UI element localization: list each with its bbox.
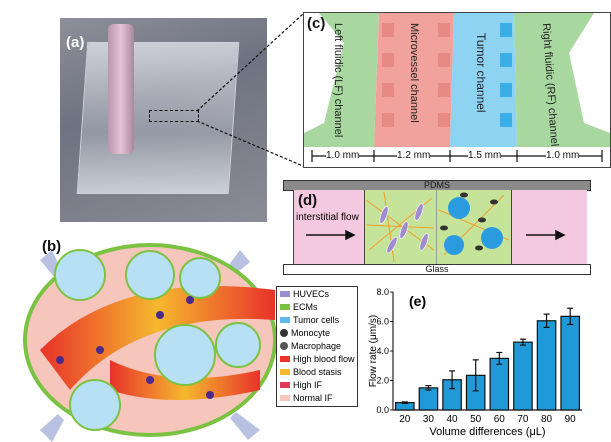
x-tick-label: 50 [470,414,482,425]
zoom-region-box [149,110,199,122]
glass-label: Glass [425,264,449,274]
legend-swatch [280,328,288,337]
reservoir-tube [108,24,134,154]
right-fluidic-channel [514,13,610,147]
panel-e-label: (e) [409,293,426,309]
legend-label: HUVECs [293,288,330,299]
legend-item: High IF [277,378,357,391]
legend-label: Macrophage [291,340,342,351]
left-fluidic-label: Left fluidic (LF) channel [332,23,344,138]
interstitial-flow-label: interstitial flow [296,212,359,223]
legend-item: ECMs [277,300,357,313]
legend-swatch [280,290,290,297]
y-tick-label: 4.0 [376,346,389,356]
panel-b-label: (b) [42,238,61,255]
legend-label: High IF [293,379,323,390]
x-tick-label: 80 [541,414,553,425]
panel-a-label: (a) [66,34,85,51]
x-axis-label: Volume differences (μL) [429,426,545,438]
legend-swatch [280,394,290,401]
y-tick-label: 0.0 [376,405,389,415]
bar [560,315,581,411]
x-tick-label: 30 [423,414,435,425]
x-tick-label: 70 [517,414,529,425]
legend-item: Blood stasis [277,365,357,378]
legend-item: Macrophage [277,339,357,352]
glass-layer: Glass [283,264,591,275]
legend-label: Normal IF [293,392,333,403]
bar [418,387,439,411]
legend-item: Normal IF [277,391,357,404]
x-tick-label: 60 [494,414,506,425]
legend-label: High blood flow [293,353,355,364]
bar [513,341,533,411]
tumor-width: 1.5 mm [468,150,502,161]
tumor-microenvironment-illustration: (b) [23,238,277,442]
bar [536,320,557,411]
rf-width: 1.0 mm [546,150,580,161]
legend-item: High blood flow [277,352,357,365]
x-tick-label: 40 [447,414,459,425]
y-axis-label: Flow rate (μm/s) [368,315,379,387]
legend-label: ECMs [293,301,318,312]
panel-c-label: (c) [307,15,326,32]
blood-vessel-upper [40,286,275,390]
tumor-label: Tumor channel [474,33,488,113]
y-tick-label: 2.0 [376,376,389,386]
legend-label: Blood stasis [293,366,342,377]
tumor-nodules [54,249,261,431]
channel-diagram: (c) Left fluidic (LF) channel Microvesse… [303,12,611,168]
bar [489,357,510,411]
y-tick-label: 6.0 [376,317,389,327]
panel-d-label: (d) [298,192,318,209]
y-tick-label: 8.0 [376,287,389,297]
pdms-label: PDMS [423,180,450,190]
legend-swatch [280,341,288,350]
device-photo: (a) [60,18,267,222]
legend-label: Tumor cells [293,314,340,325]
legend-swatch [280,303,290,310]
x-tick-label: 20 [399,414,411,425]
legend-swatch [280,368,290,375]
microvessel-label: Microvessel channel [408,23,420,123]
x-tick-label: 90 [565,414,577,425]
left-fluid-region [294,190,364,264]
legend-swatch [280,355,290,362]
legend-label: Monocyte [291,327,331,338]
legend-item: HUVECs [277,287,357,300]
cross-section: (d) interstitial flow [293,190,587,264]
legend-swatch [280,316,290,323]
right-fluid-region [511,190,587,264]
legend-item: Tumor cells [277,313,357,326]
legend-swatch [280,381,290,388]
lf-width: 1.0 mm [326,150,360,161]
left-fluidic-channel [304,13,379,147]
mv-width: 1.2 mm [397,150,431,161]
legend-item: Monocyte [277,326,357,339]
